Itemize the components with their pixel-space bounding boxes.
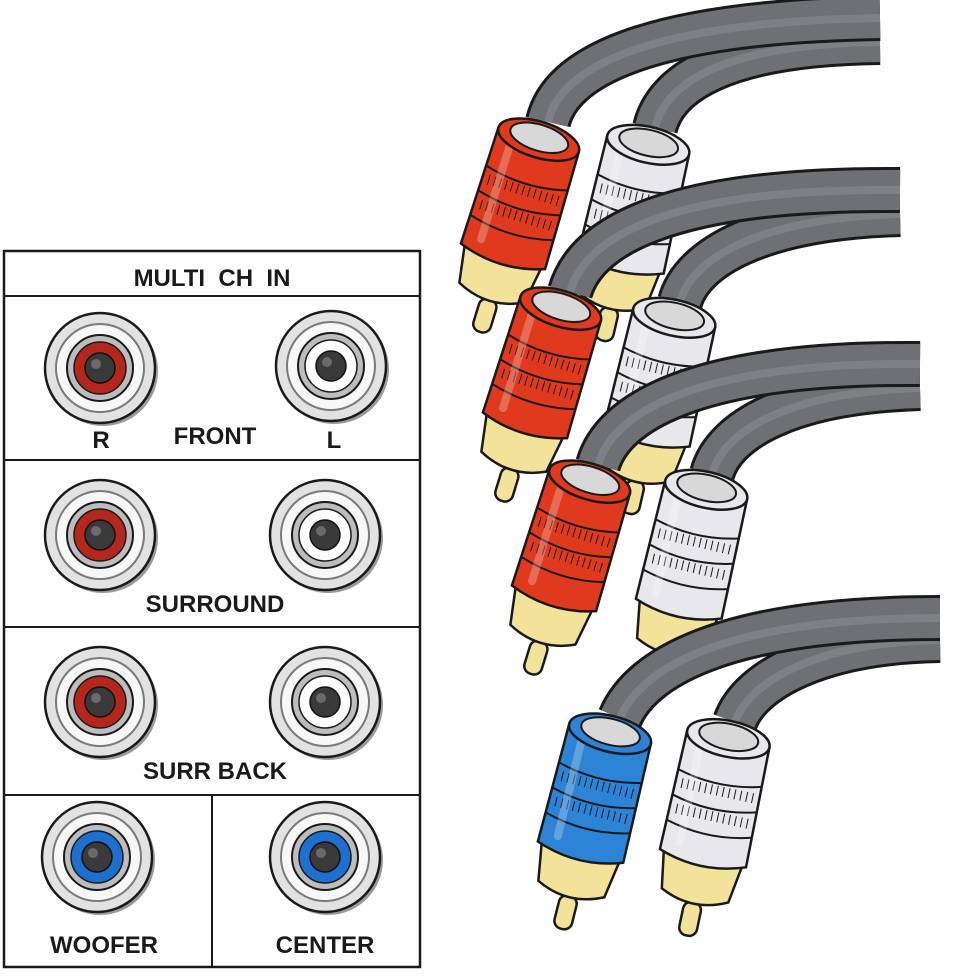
rca-jack-surr-back-a-red <box>43 645 158 760</box>
rca-jack-surround-a-red <box>43 478 158 593</box>
rca-jack-center-a-blue <box>268 800 383 915</box>
multi-ch-in-panel: MULTI CH IN R FRONT L SURROUND SURR BACK… <box>2 249 422 969</box>
center-label: CENTER <box>276 932 375 959</box>
rca-plug-4-blue <box>536 712 653 931</box>
rca-plug-1-red <box>458 117 581 334</box>
rca-cable-pair-3 <box>509 340 921 688</box>
front-l-label: L <box>327 427 342 454</box>
rca-plug-2-red <box>480 286 603 503</box>
front-label: FRONT <box>174 423 257 450</box>
jack-group <box>40 309 389 915</box>
rca-jack-surr-back-b-white <box>268 645 383 760</box>
surround-label: SURROUND <box>146 591 285 618</box>
rca-jack-front-a-red <box>43 311 158 426</box>
surr-back-label: SURR BACK <box>143 758 288 785</box>
woofer-label: WOOFER <box>50 932 158 959</box>
rca-jack-front-b-white <box>274 309 389 424</box>
rca-jack-surround-b-white <box>268 478 383 593</box>
rca-cable-pair-4 <box>536 595 941 938</box>
front-r-label: R <box>92 427 109 454</box>
rca-plug-3-red <box>509 459 632 676</box>
rca-plug-4-white <box>658 717 771 938</box>
panel-title: MULTI CH IN <box>134 265 291 292</box>
rca-cable-pair-2 <box>480 166 901 516</box>
rca-cable-group <box>458 0 941 938</box>
rca-jack-woofer-a-blue <box>40 800 155 915</box>
